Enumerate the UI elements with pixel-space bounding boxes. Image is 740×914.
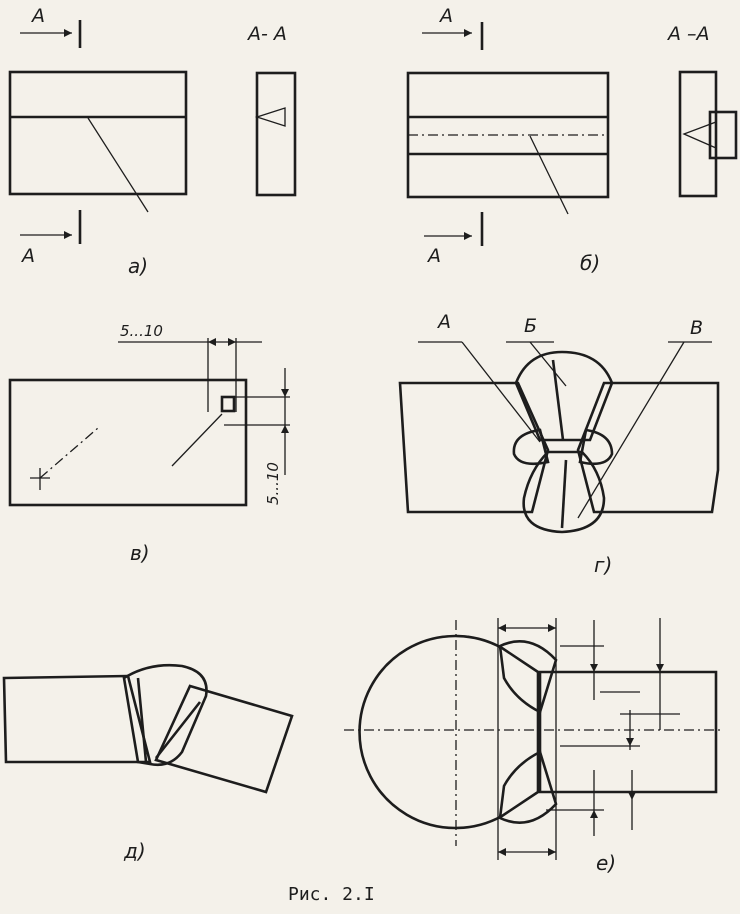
centerline-v — [39, 427, 99, 479]
section-marker-b-top: А — [438, 5, 453, 27]
plate-right-d — [154, 684, 294, 794]
plate-left-d — [2, 674, 152, 764]
panel-d: д) — [2, 663, 294, 863]
weld-bead-section — [254, 107, 286, 127]
zone-label-v: В — [690, 317, 703, 339]
panel-label-b: б) — [580, 251, 600, 275]
zone-label-a: А — [436, 311, 451, 333]
panel-v: 5...10 5...10 в) — [8, 322, 290, 565]
weld-bead-b — [514, 350, 614, 442]
cross-section-a — [255, 71, 297, 197]
section-marker-a-bottom: А — [20, 245, 35, 267]
leader-line — [87, 117, 149, 213]
section-marker-b-bottom: А — [426, 245, 441, 267]
weld-bead-d — [122, 663, 208, 767]
zone-label-b: Б — [524, 315, 537, 337]
plate-with-tack — [8, 378, 248, 507]
panel-g: А Б В г) — [398, 311, 720, 577]
panel-e: е) — [344, 618, 720, 875]
section-label-a: А- А — [246, 23, 287, 45]
panel-b: А А А –А б) — [406, 5, 738, 275]
dimension-horizontal: 5...10 — [120, 322, 163, 340]
section-label-b: А –А — [666, 23, 710, 45]
panel-label-a: а) — [128, 254, 148, 278]
weld-bead-v — [522, 450, 606, 534]
panel-label-v: в) — [130, 541, 150, 565]
panel-label-d: д) — [123, 839, 146, 863]
backing-strip — [708, 110, 738, 160]
weld-plate-top-view — [8, 70, 188, 196]
tack-weld-square — [220, 395, 236, 413]
panel-label-g: г) — [594, 553, 612, 577]
plate-left-g — [398, 381, 550, 514]
dimension-vertical: 5...10 — [264, 462, 282, 505]
fillet-weld-top — [498, 640, 558, 714]
plate-right-g — [576, 381, 720, 514]
section-marker-a-top: А — [30, 5, 45, 27]
plate-e — [538, 670, 718, 794]
figure-caption: Рис. 2.I — [288, 884, 375, 905]
panel-label-e: е) — [596, 851, 616, 875]
panel-a: А А А- А а) — [8, 5, 297, 278]
round-bar — [358, 634, 540, 830]
